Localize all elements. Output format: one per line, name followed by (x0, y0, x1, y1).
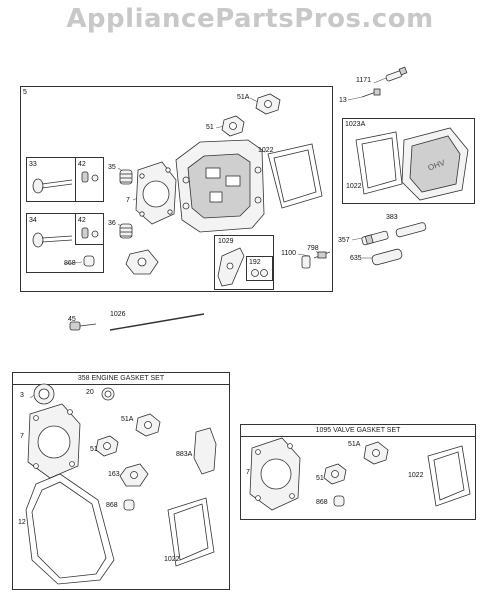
sub-box-34-inner (75, 213, 104, 245)
part-635-terminal[interactable] (371, 248, 403, 266)
vgs-part-51-gasket[interactable] (323, 463, 347, 485)
sub-box-33-inner-label: 42 (78, 161, 86, 168)
sub-box-192-label: 192 (249, 259, 261, 266)
part-383-boot[interactable] (395, 222, 427, 238)
egs-callout-20: 20 (86, 389, 94, 396)
part-51-gasket[interactable] (221, 115, 245, 137)
main-assembly-box (20, 86, 333, 292)
part-357-spark-plug[interactable] (361, 230, 389, 246)
part-7-head-gasket-main[interactable] (135, 161, 177, 225)
callout-36: 36 (108, 220, 116, 227)
vgs-part-51A-gasket[interactable] (363, 441, 389, 465)
watermark: AppliancePartsPros.com (66, 4, 434, 34)
egs-callout-51: 51 (90, 446, 98, 453)
part-1023A-valve-cover[interactable]: OHV (401, 127, 469, 201)
callout-635: 635 (350, 255, 362, 262)
part-42-keeper-bottom[interactable] (81, 227, 99, 239)
egs-callout-883A: 883A (176, 451, 193, 458)
main-box-label: 5 (23, 89, 27, 96)
callout-1171: 1171 (356, 77, 372, 84)
engine-gasket-set-title: 358 ENGINE GASKET SET (13, 373, 229, 385)
egs-part-7-head-gasket[interactable] (27, 403, 81, 479)
valve-gasket-set-title: 1095 VALVE GASKET SET (241, 425, 475, 437)
engine-gasket-set-box: 358 ENGINE GASKET SET (12, 372, 230, 590)
leader-lines (29, 77, 387, 457)
callout-7: 7 (126, 197, 130, 204)
egs-callout-51A: 51A (121, 416, 134, 423)
egs-callout-7: 7 (20, 433, 24, 440)
part-1022-gasket-cover[interactable] (355, 131, 403, 195)
egs-callout-12: 12 (18, 519, 26, 526)
part-1026-pushrod[interactable] (109, 313, 205, 331)
part-42-keeper-top[interactable] (81, 171, 99, 183)
egs-part-12-crankcase-gasket[interactable] (25, 473, 115, 585)
sub-box-34-label: 34 (29, 217, 37, 224)
sub-box-34-inner-label: 42 (78, 217, 86, 224)
egs-part-3-seal[interactable] (33, 383, 55, 405)
vgs-part-7-head-gasket[interactable] (249, 437, 301, 511)
part-36-spring[interactable] (119, 223, 133, 239)
sub-box-33-inner (75, 157, 104, 202)
callout-1022-cover: 1022 (346, 183, 362, 190)
callout-51: 51 (206, 124, 214, 131)
egs-callout-163: 163 (108, 471, 120, 478)
egs-part-883A-gasket[interactable] (193, 427, 217, 475)
sub-box-192 (246, 256, 273, 281)
part-51A-gasket[interactable] (255, 93, 281, 115)
egs-part-20-seal[interactable] (101, 387, 115, 401)
vgs-callout-868: 868 (316, 499, 328, 506)
part-1171-fitting[interactable] (385, 66, 408, 82)
part-1029-rocker-arm[interactable] (217, 247, 245, 287)
part-1100-stud[interactable] (301, 255, 311, 269)
egs-part-868-seal[interactable] (123, 499, 135, 511)
sub-box-1029-label: 1029 (218, 238, 234, 245)
callout-1022: 1022 (258, 147, 274, 154)
sub-box-1023A-label: 1023A (345, 121, 366, 128)
callout-45: 45 (68, 316, 76, 323)
sub-box-1029 (214, 235, 274, 290)
part-13-bolt[interactable] (361, 88, 381, 98)
part-192-nut[interactable] (251, 269, 268, 277)
callout-798: 798 (307, 245, 319, 252)
callout-357: 357 (338, 237, 350, 244)
egs-callout-3: 3 (20, 392, 24, 399)
part-intake-gasket-small[interactable] (125, 249, 159, 275)
vgs-part-868-seal[interactable] (333, 495, 345, 507)
vgs-callout-7: 7 (246, 469, 250, 476)
vgs-part-1022-gasket[interactable] (427, 445, 471, 507)
part-34-exhaust-valve[interactable] (32, 232, 73, 248)
egs-part-1022-gasket[interactable] (167, 497, 215, 567)
egs-part-163-gasket[interactable] (119, 463, 149, 487)
callout-1026: 1026 (110, 311, 126, 318)
part-798-pushrod-guide[interactable] (313, 251, 331, 259)
egs-callout-1022: 1022 (164, 556, 180, 563)
callout-35: 35 (108, 164, 116, 171)
part-1022-gasket-main[interactable] (267, 143, 323, 209)
callout-51A: 51A (237, 94, 250, 101)
sub-box-33-label: 33 (29, 161, 37, 168)
sub-box-1023A (342, 118, 475, 204)
callout-383: 383 (386, 214, 398, 221)
vgs-callout-51A: 51A (348, 441, 361, 448)
part-33-intake-valve[interactable] (32, 178, 73, 194)
part-45-bolt[interactable] (69, 321, 97, 331)
part-868-valve-seal-main[interactable] (83, 255, 95, 267)
vgs-callout-51: 51 (316, 475, 324, 482)
egs-part-51A-gasket[interactable] (135, 413, 161, 437)
callout-868: 868 (64, 260, 76, 267)
callout-13: 13 (339, 97, 347, 104)
egs-part-51-gasket[interactable] (95, 435, 119, 457)
part-35-spring[interactable] (119, 169, 133, 185)
egs-callout-868: 868 (106, 502, 118, 509)
cylinder-head[interactable] (175, 139, 265, 233)
valve-gasket-set-box: 1095 VALVE GASKET SET (240, 424, 476, 520)
vgs-callout-1022: 1022 (408, 472, 424, 479)
callout-1100: 1100 (281, 250, 297, 257)
